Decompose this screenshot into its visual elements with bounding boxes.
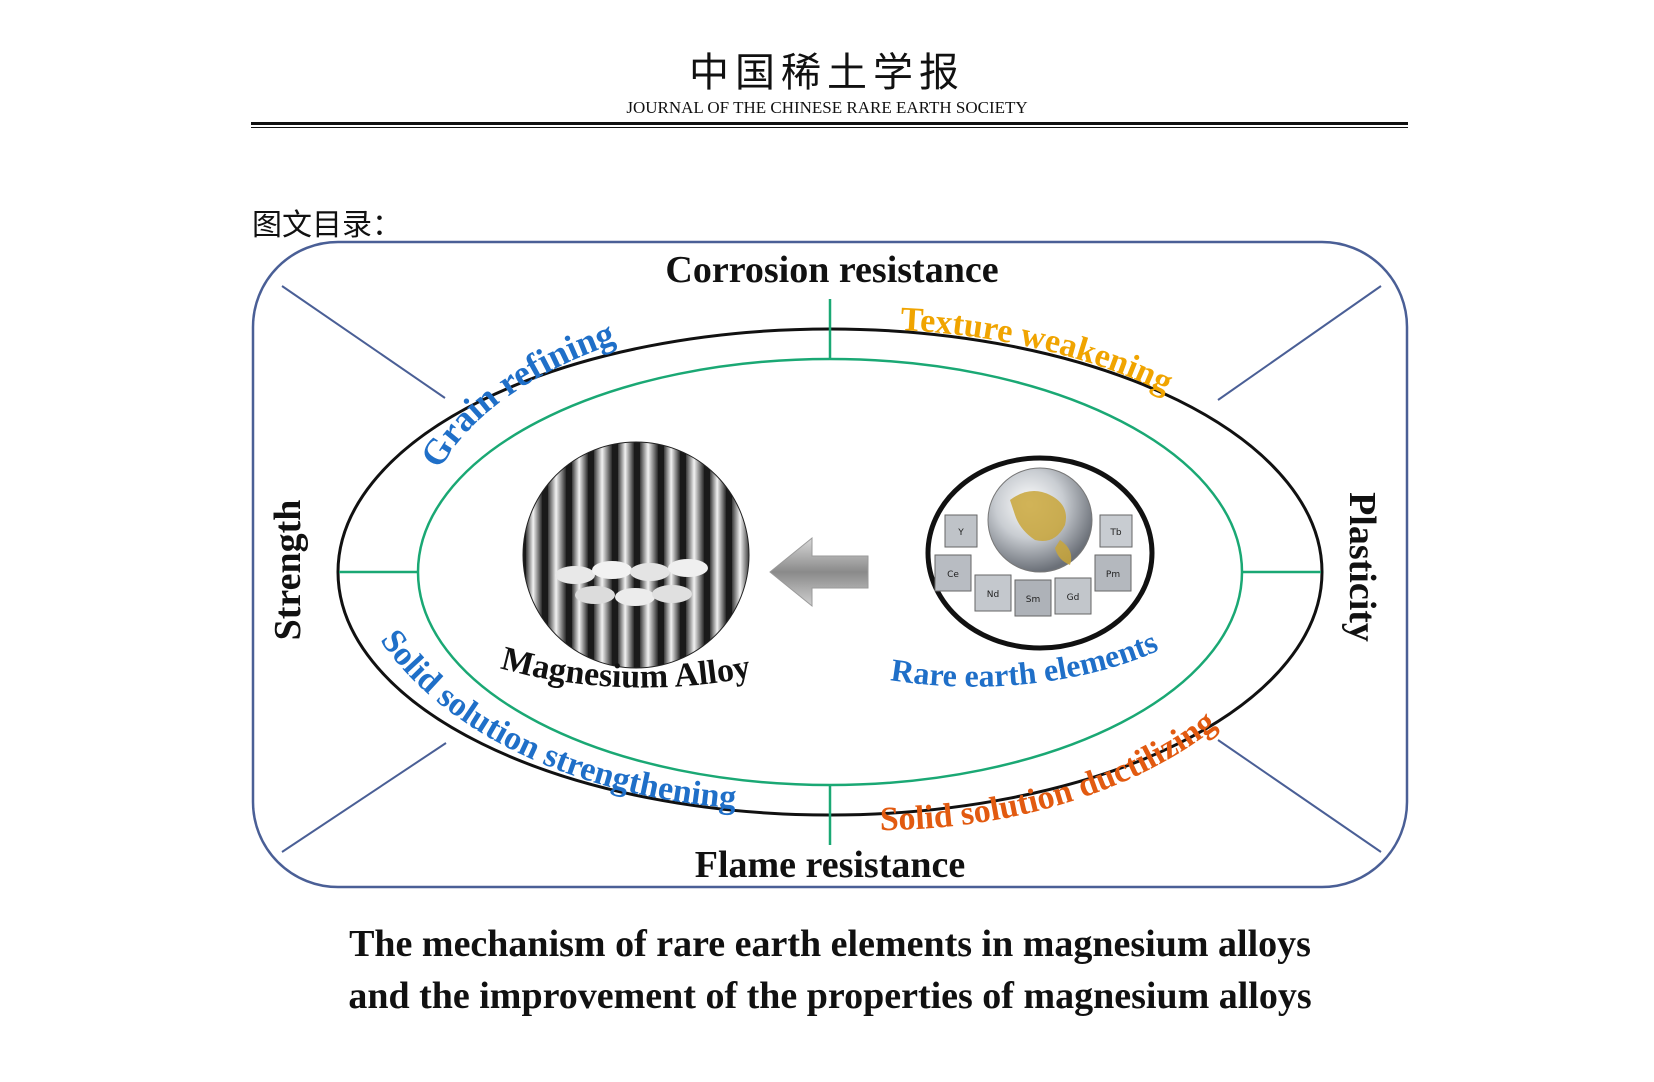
figure-caption-line1: The mechanism of rare earth elements in … [349, 923, 1311, 965]
cube-label: Gd [1067, 593, 1080, 603]
journal-title-english: JOURNAL OF THE CHINESE RARE EARTH SOCIET… [626, 98, 1028, 117]
cube-label: Pm [1106, 570, 1120, 580]
cube-label: Ce [947, 570, 959, 580]
mechanism-figure: Corrosion resistance Flame resistance St… [251, 240, 1409, 889]
cube-label: Sm [1026, 595, 1040, 605]
figure-caption-line2: and the improvement of the properties of… [348, 975, 1312, 1017]
header-rule-thick [251, 122, 1408, 125]
cube-label: Tb [1109, 528, 1121, 538]
frame-diagonal-tl [281, 285, 446, 399]
outer-frame [251, 240, 1409, 889]
header-rule-thin [251, 127, 1408, 128]
journal-title-chinese: 中国稀土学报 [689, 50, 965, 96]
label-corrosion-resistance: Corrosion resistance [665, 249, 998, 291]
frame-diagonal-bl [281, 742, 447, 853]
graphical-toc-label: 图文目录： [252, 208, 402, 243]
magnesium-rods-image [523, 442, 749, 668]
label-flame-resistance: Flame resistance [695, 844, 966, 886]
label-plasticity: Plasticity [1341, 492, 1383, 642]
rare-earth-globe-image [925, 455, 1155, 651]
left-arrow-icon [769, 536, 869, 608]
frame-diagonal-tr [1217, 285, 1382, 401]
cube-label: Y [957, 528, 964, 538]
frame-diagonal-br [1217, 739, 1382, 853]
label-strength: Strength [267, 500, 309, 641]
cube-label: Nd [987, 590, 999, 600]
